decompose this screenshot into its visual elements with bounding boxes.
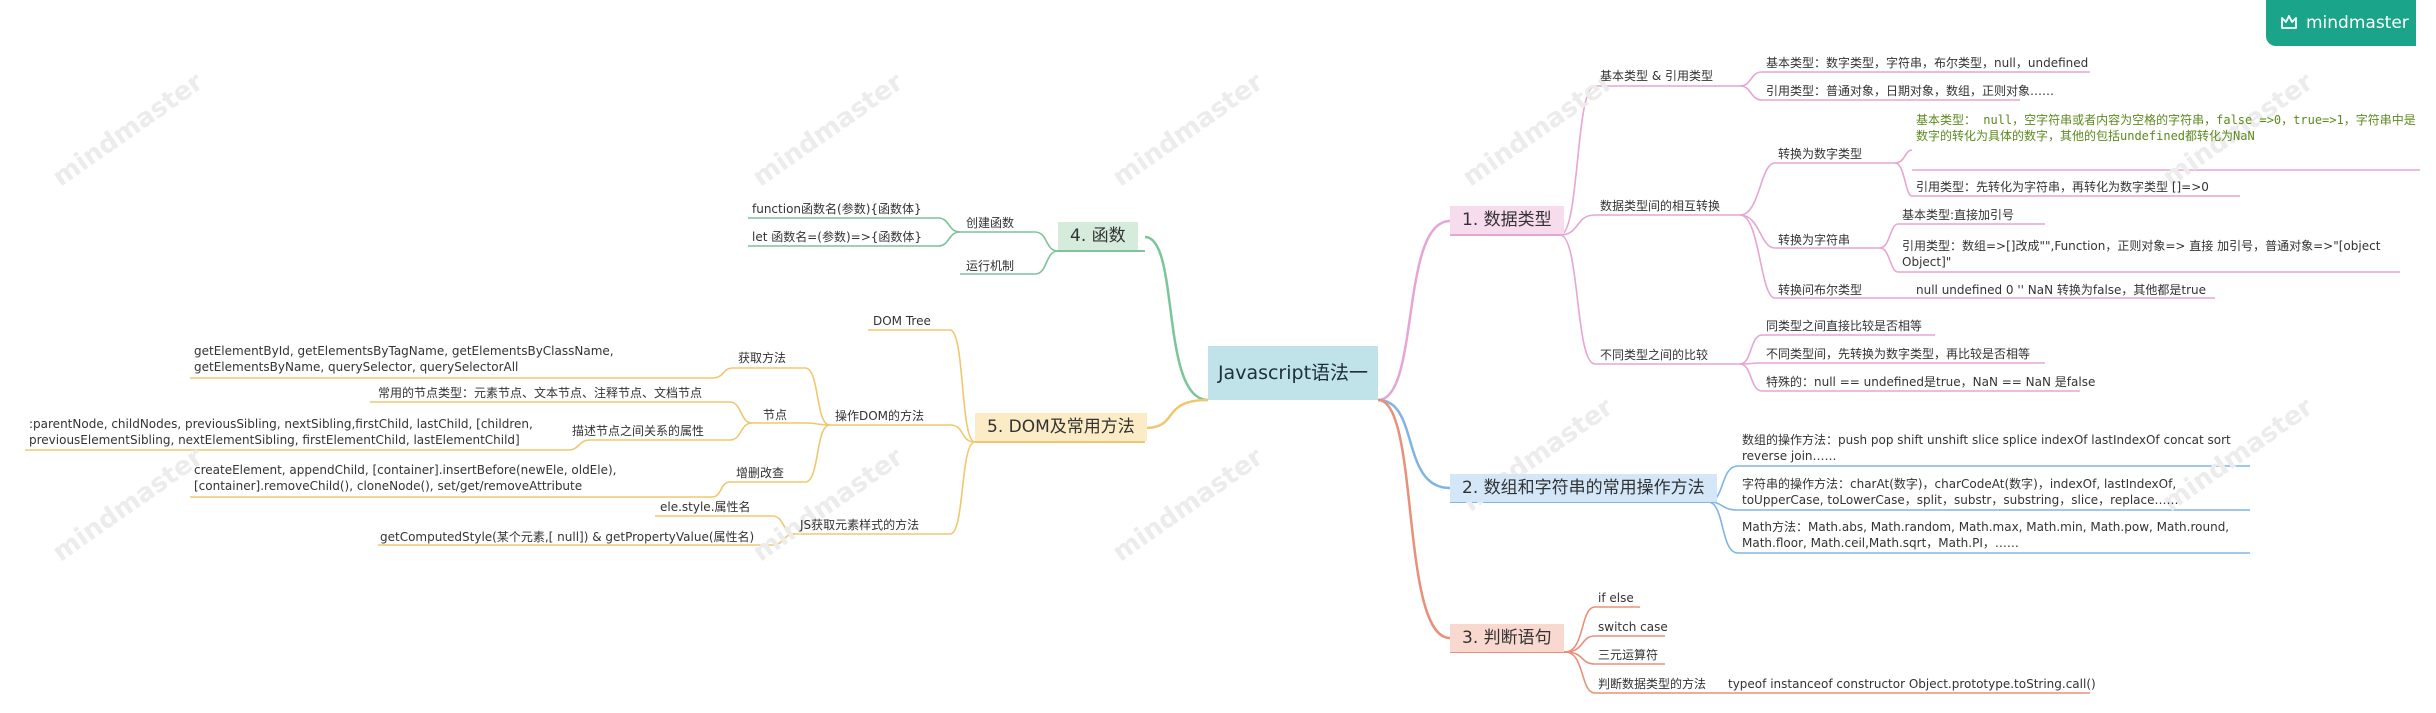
node-node-types[interactable]: 常用的节点类型：元素节点、文本节点、注释节点、文档节点: [378, 386, 703, 400]
node-comparison-2[interactable]: 不同类型间，先转换为数字类型，再比较是否相等: [1766, 347, 2031, 361]
node-get-methods[interactable]: 获取方法: [738, 351, 787, 365]
node-inline-style[interactable]: ele.style.属性名: [660, 500, 751, 514]
node-ref-types[interactable]: 引用类型：普通对象，日期对象，数组，正则对象……: [1766, 84, 2055, 98]
node-node-relations-value[interactable]: :parentNode, childNodes, previousSibling…: [29, 417, 533, 447]
node-if-else[interactable]: if else: [1598, 591, 1634, 605]
node-dom-ops[interactable]: 操作DOM的方法: [835, 409, 925, 423]
node-switch-case[interactable]: switch case: [1598, 620, 1668, 634]
node-to-string[interactable]: 转换为字符串: [1778, 233, 1851, 247]
node-to-string-basic[interactable]: 基本类型:直接加引号: [1902, 208, 2015, 222]
node-ternary[interactable]: 三元运算符: [1598, 648, 1659, 662]
topic-data-types[interactable]: 1. 数据类型: [1450, 206, 1564, 234]
node-computed-style[interactable]: getComputedStyle(某个元素,[ null]) & getProp…: [380, 530, 755, 544]
node-to-boolean-value[interactable]: null undefined 0 '' NaN 转换为false，其他都是tru…: [1916, 283, 2207, 297]
node-to-boolean[interactable]: 转换问布尔类型: [1778, 283, 1863, 297]
node-to-number-basic[interactable]: 基本类型： null，空字符串或者内容为空格的字符串，false =>0，tru…: [1916, 113, 2416, 143]
node-basic-types[interactable]: 基本类型：数字类型，字符串，布尔类型，null，undefined: [1766, 56, 2089, 70]
node-conversion[interactable]: 数据类型间的相互转换: [1600, 199, 1721, 213]
node-style-methods[interactable]: JS获取元素样式的方法: [800, 518, 920, 532]
topic-judge[interactable]: 3. 判断语句: [1450, 624, 1564, 652]
node-function-declaration[interactable]: function函数名(参数){函数体}: [752, 202, 922, 216]
node-type-check[interactable]: 判断数据类型的方法: [1598, 677, 1707, 691]
node-string-methods[interactable]: 字符串的操作方法：charAt(数字)，charCodeAt(数字)，index…: [1742, 477, 2179, 507]
node-to-number-ref[interactable]: 引用类型：先转化为字符串，再转化为数字类型 []=>0: [1916, 180, 2209, 194]
node-arrow-function[interactable]: let 函数名=(参数)=>{函数体}: [752, 230, 923, 244]
node-crud-value[interactable]: createElement, appendChild, [container].…: [194, 463, 617, 493]
topic-array-string[interactable]: 2. 数组和字符串的常用操作方法: [1450, 474, 1717, 502]
node-to-string-ref[interactable]: 引用类型：数组=>[]改成"",Function，正则对象=> 直接 加引号，普…: [1902, 239, 2381, 269]
node-math-methods[interactable]: Math方法：Math.abs, Math.random, Math.max, …: [1742, 520, 2230, 550]
node-dom-tree[interactable]: DOM Tree: [873, 314, 931, 328]
root-topic[interactable]: Javascript语法一: [1208, 346, 1378, 400]
node-array-methods[interactable]: 数组的操作方法：push pop shift unshift slice spl…: [1742, 433, 2231, 463]
mindmaster-badge[interactable]: mindmaster: [2266, 0, 2416, 46]
node-get-methods-value[interactable]: getElementById, getElementsByTagName, ge…: [194, 344, 614, 374]
topic-dom[interactable]: 5. DOM及常用方法: [975, 413, 1147, 441]
mindmaster-logo-icon: [2280, 3, 2298, 29]
node-crud[interactable]: 增删改查: [736, 466, 785, 480]
topic-function[interactable]: 4. 函数: [1058, 222, 1138, 250]
node-basic-ref[interactable]: 基本类型 & 引用类型: [1600, 69, 1713, 83]
node-comparison[interactable]: 不同类型之间的比较: [1600, 348, 1709, 362]
node-node[interactable]: 节点: [763, 408, 788, 422]
node-to-number[interactable]: 转换为数字类型: [1778, 147, 1863, 161]
node-node-relations[interactable]: 描述节点之间关系的属性: [572, 424, 705, 438]
node-comparison-3[interactable]: 特殊的：null == undefined是true，NaN == NaN 是f…: [1766, 375, 2096, 389]
brand-name: mindmaster: [2306, 13, 2409, 33]
node-runtime[interactable]: 运行机制: [966, 259, 1015, 273]
node-comparison-1[interactable]: 同类型之间直接比较是否相等: [1766, 319, 1923, 333]
node-create-function[interactable]: 创建函数: [966, 216, 1015, 230]
node-type-check-methods[interactable]: typeof instanceof constructor Object.pro…: [1728, 677, 2096, 691]
